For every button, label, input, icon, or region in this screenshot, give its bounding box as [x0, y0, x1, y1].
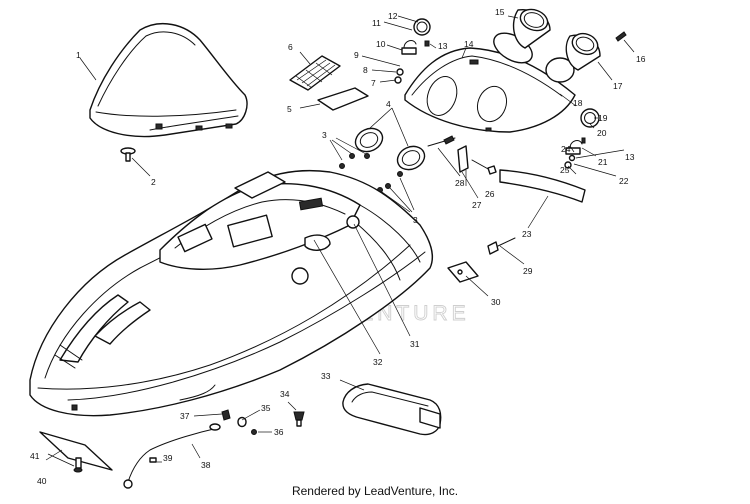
callout-4: 4 [386, 99, 391, 109]
callout-23: 23 [522, 229, 532, 239]
callout-39: 39 [163, 453, 173, 463]
callout-25: 25 [560, 165, 570, 175]
bracket [447, 261, 479, 283]
windshield-screw [120, 147, 136, 162]
callout-24: 24 [561, 144, 571, 154]
plate-41 [39, 431, 113, 471]
callout-1: 1 [76, 50, 81, 60]
callout-31: 31 [410, 339, 420, 349]
storage-cover [317, 87, 369, 111]
screw-37 [221, 409, 231, 421]
callout-26: 26 [485, 189, 495, 199]
callout-28: 28 [455, 178, 465, 188]
callout-40: 40 [37, 476, 47, 486]
callout-2: 2 [151, 177, 156, 187]
gauge-left [493, 8, 551, 64]
callout-12: 12 [388, 11, 398, 21]
callout-35: 35 [261, 403, 271, 413]
callout-8: 8 [363, 65, 368, 75]
callout-9: 9 [354, 50, 359, 60]
small-gauge-right [564, 108, 600, 169]
cable-and-clips [427, 135, 497, 175]
instrument-hood [404, 47, 576, 133]
callout-22: 22 [619, 176, 629, 186]
callout-5: 5 [287, 104, 292, 114]
callout-10: 10 [376, 39, 386, 49]
callout-14: 14 [464, 39, 474, 49]
callout-27: 27 [472, 200, 482, 210]
callout-33: 33 [321, 371, 331, 381]
callout-20: 20 [597, 128, 607, 138]
gauge-right [545, 32, 601, 83]
callout-15: 15 [495, 7, 505, 17]
callout-30: 30 [491, 297, 501, 307]
windshield [89, 23, 248, 138]
callout-16: 16 [636, 54, 646, 64]
storage-lid [342, 383, 442, 436]
tether-cable [123, 423, 221, 489]
callout-6: 6 [288, 42, 293, 52]
callout-7: 7 [371, 78, 376, 88]
callout-32: 32 [373, 357, 383, 367]
gauge-rings [339, 127, 426, 193]
vent-grille [289, 55, 341, 91]
leader-lines [45, 15, 635, 467]
callout-17: 17 [613, 81, 623, 91]
callout-18: 18 [573, 98, 583, 108]
callout-38: 38 [201, 460, 211, 470]
knob-34 [293, 411, 305, 427]
callout-34: 34 [280, 389, 290, 399]
clip-35 [237, 416, 247, 428]
callout-3a: 3 [322, 130, 327, 140]
screw-40 [73, 457, 83, 473]
main-hood [29, 169, 434, 417]
callout-labels: 1 2 3 3 4 5 6 7 8 9 10 11 12 13 13 14 15… [30, 7, 646, 486]
callout-21: 21 [598, 157, 608, 167]
trim-strip [499, 169, 586, 203]
callout-29: 29 [523, 266, 533, 276]
fitting-29 [487, 237, 516, 255]
screw-16 [615, 31, 627, 42]
callout-13b: 13 [625, 152, 635, 162]
callout-19: 19 [598, 113, 608, 123]
callout-11: 11 [372, 18, 381, 28]
callout-41: 41 [30, 451, 40, 461]
nut-36 [251, 429, 257, 435]
callout-3b: 3 [413, 215, 418, 225]
callout-13a: 13 [438, 41, 448, 51]
callout-36: 36 [274, 427, 284, 437]
footer-credit: Rendered by LeadVenture, Inc. [291, 484, 459, 498]
callout-37: 37 [180, 411, 190, 421]
